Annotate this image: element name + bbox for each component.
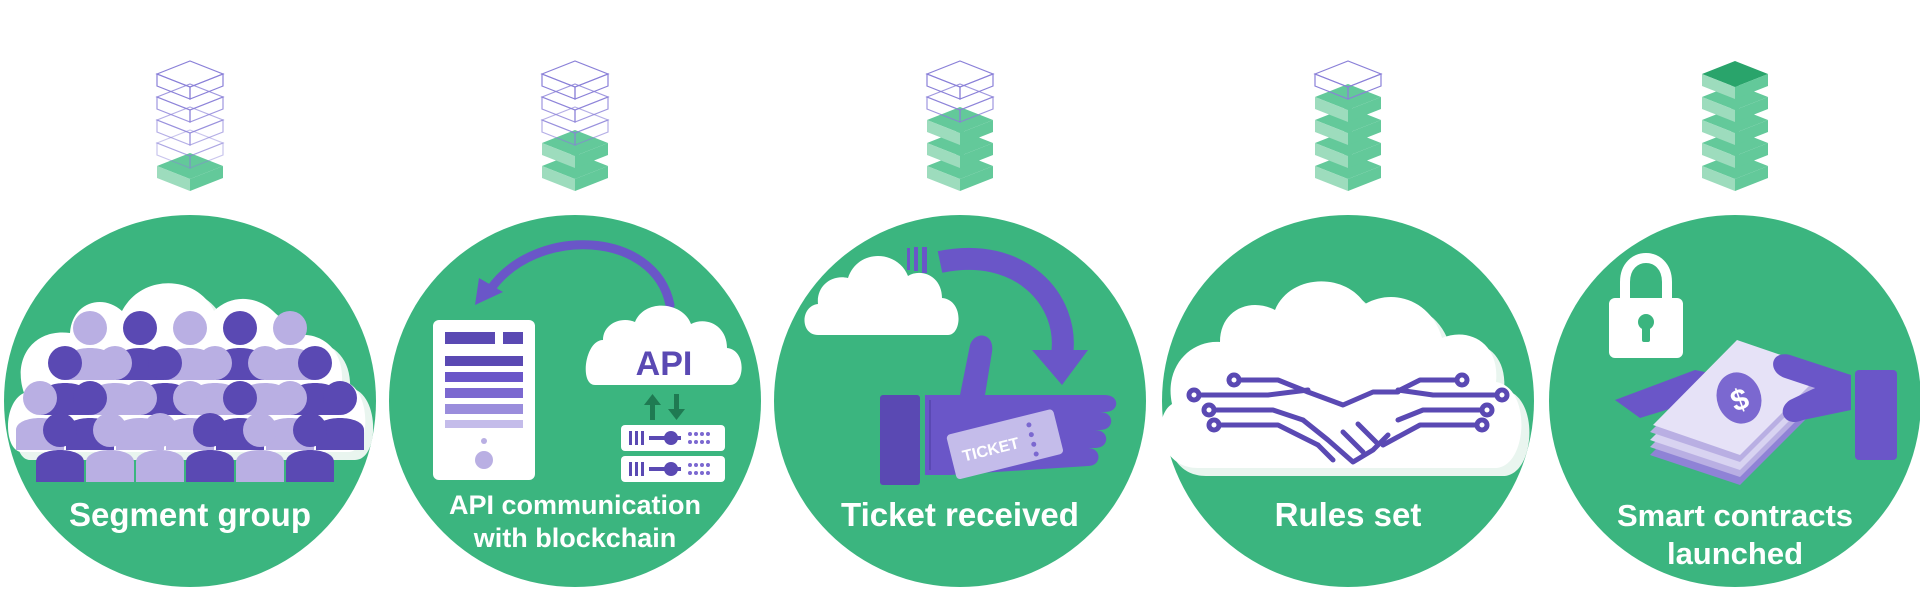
person-icon — [286, 413, 334, 482]
step-ticket-received: TICKET Ticket received — [770, 0, 1150, 607]
api-cloud-icon: API — [585, 305, 742, 385]
step-api-communication: API — [385, 0, 765, 607]
padlock-icon — [1609, 253, 1683, 358]
empty-block — [925, 60, 995, 100]
hand-icon — [1773, 354, 1897, 460]
people-crowd-icon — [16, 311, 364, 482]
person-icon — [136, 413, 184, 482]
block-stack — [1702, 61, 1768, 191]
empty-block — [540, 83, 610, 123]
block-stack — [1313, 60, 1383, 191]
filled-block — [1702, 61, 1768, 99]
person-icon — [316, 381, 364, 450]
caption-line: launched — [1666, 535, 1804, 571]
empty-block — [155, 129, 225, 169]
empty-block — [1313, 60, 1383, 100]
step-caption: Smart contracts launched — [1575, 497, 1895, 573]
caption-line: Segment group — [68, 496, 311, 533]
curved-arrow-icon — [907, 247, 1088, 385]
ticket-icon: TICKET — [946, 409, 1063, 480]
curved-arrow-icon — [475, 240, 675, 310]
block-stack — [155, 60, 225, 191]
server-document-icon — [433, 320, 535, 480]
empty-block — [540, 60, 610, 100]
person-icon — [86, 413, 134, 482]
person-icon — [186, 413, 234, 482]
empty-block — [540, 106, 610, 146]
step-caption: Segment group — [30, 495, 350, 535]
empty-block — [155, 83, 225, 123]
empty-block — [925, 83, 995, 123]
empty-block — [155, 60, 225, 100]
caption-line: Smart contracts — [1616, 498, 1854, 533]
person-icon — [36, 413, 84, 482]
step-caption: API communication with blockchain — [415, 489, 735, 555]
caption-line: with blockchain — [473, 522, 677, 553]
cloud-icon — [804, 256, 959, 335]
hand-icon — [1615, 370, 1720, 418]
step-caption: Rules set — [1188, 495, 1508, 535]
person-icon — [236, 413, 284, 482]
step-rules-set: Rules set — [1158, 0, 1538, 607]
caption-line: Rules set — [1274, 496, 1422, 533]
filled-block — [157, 153, 223, 191]
caption-line: API communication — [448, 490, 702, 520]
api-label: API — [636, 345, 693, 383]
block-stack — [925, 60, 995, 191]
step-segment-group: Segment group — [0, 0, 380, 607]
empty-block — [155, 106, 225, 146]
block-stack — [540, 60, 610, 191]
step-caption: Ticket received — [800, 495, 1120, 535]
money-stack-icon: $ — [1650, 340, 1825, 485]
transfer-arrows-icon — [644, 394, 685, 420]
cloud-icon — [1160, 281, 1530, 476]
server-rack-icon — [621, 425, 725, 482]
step-smart-contracts: $ Smart contracts launched — [1545, 0, 1920, 607]
caption-line: Ticket received — [841, 496, 1079, 533]
circuit-handshake-icon — [1186, 372, 1510, 465]
